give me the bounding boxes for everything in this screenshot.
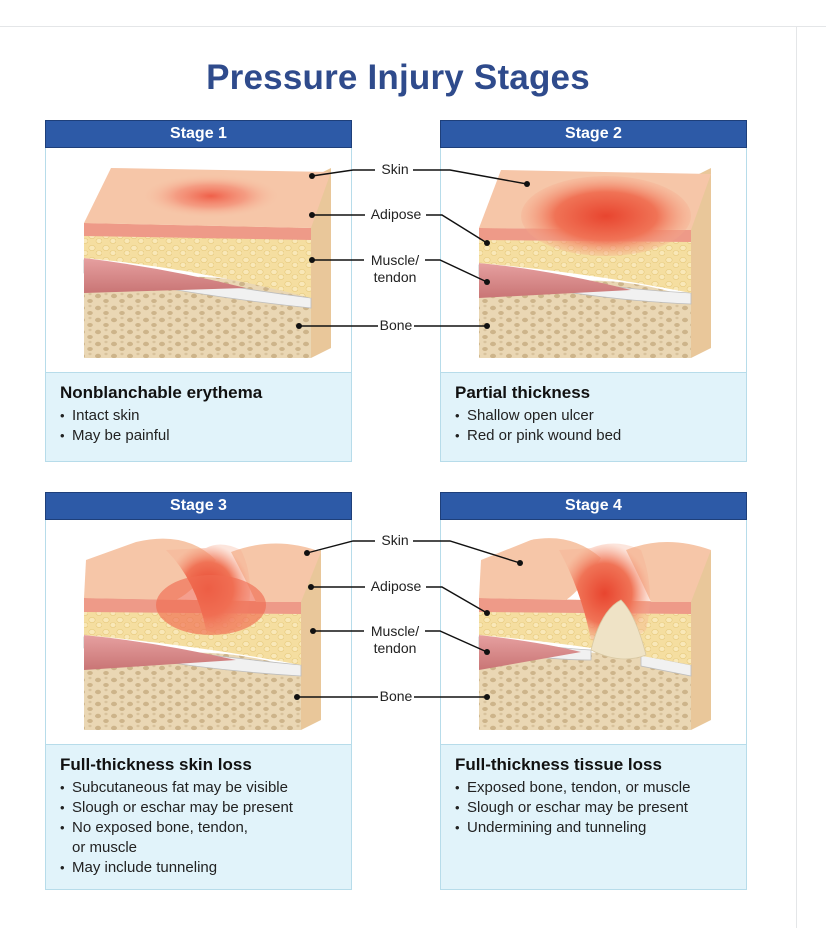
- bullet: May include tunneling: [60, 858, 337, 878]
- label-muscle-line2: tendon: [373, 640, 417, 656]
- stage-4-header: Stage 4: [440, 492, 747, 520]
- stage-3-header: Stage 3: [45, 492, 352, 520]
- bullet: No exposed bone, tendon,: [60, 818, 337, 838]
- stage-1-panel: Stage 1 Nonblanchable erythema Intact sk…: [45, 120, 352, 462]
- stage-2-heading: Partial thickness: [455, 383, 591, 402]
- bullet: Undermining and tunneling: [455, 818, 732, 838]
- stage-4-heading: Full-thickness tissue loss: [455, 755, 662, 774]
- stage-3-description: Full-thickness skin loss Subcutaneous fa…: [45, 744, 352, 890]
- stage-1-heading: Nonblanchable erythema: [60, 383, 263, 402]
- page-title: Pressure Injury Stages: [206, 58, 590, 97]
- stage-3-illustration: [45, 520, 352, 744]
- stage-2-panel: Stage 2 Partial thickness Shallow open u…: [440, 120, 747, 462]
- label-bone-bottom: Bone: [378, 688, 414, 705]
- stage-2-bullets: Shallow open ulcer Red or pink wound bed: [455, 406, 732, 446]
- label-skin-top: Skin: [377, 161, 413, 178]
- bullet: Slough or eschar may be present: [455, 798, 732, 818]
- stage-1-illustration: [45, 148, 352, 372]
- top-divider: [0, 26, 826, 27]
- label-muscle-line2: tendon: [373, 269, 417, 285]
- label-muscle-line1: Muscle/: [370, 623, 420, 639]
- stage-1-description: Nonblanchable erythema Intact skin May b…: [45, 372, 352, 462]
- label-muscle-top: Muscle/ tendon: [365, 252, 425, 286]
- bullet: Red or pink wound bed: [455, 426, 732, 446]
- label-adipose-top: Adipose: [366, 206, 426, 223]
- bullet-continuation: or muscle: [72, 839, 138, 856]
- label-bone-top: Bone: [378, 317, 414, 334]
- stage-4-bullets: Exposed bone, tendon, or muscle Slough o…: [455, 778, 732, 838]
- stage-1-bullets: Intact skin May be painful: [60, 406, 337, 446]
- right-scroll-edge: [796, 26, 797, 928]
- label-skin-bottom: Skin: [377, 532, 413, 549]
- bullet: Shallow open ulcer: [455, 406, 732, 426]
- label-adipose-bottom: Adipose: [366, 578, 426, 595]
- bullet: Intact skin: [60, 406, 337, 426]
- stage-4-panel: Stage 4 Full-thickness tissue loss Expos…: [440, 492, 747, 890]
- stage-2-description: Partial thickness Shallow open ulcer Red…: [440, 372, 747, 462]
- stage-4-description: Full-thickness tissue loss Exposed bone,…: [440, 744, 747, 890]
- stage-3-heading: Full-thickness skin loss: [60, 755, 252, 774]
- stage-4-illustration: [440, 520, 747, 744]
- stage-1-header: Stage 1: [45, 120, 352, 148]
- stage-2-illustration: [440, 148, 747, 372]
- bullet: Exposed bone, tendon, or muscle: [455, 778, 732, 798]
- stage-3-bullets: Subcutaneous fat may be visible Slough o…: [60, 778, 337, 878]
- bullet: Slough or eschar may be present: [60, 798, 337, 818]
- bullet: May be painful: [60, 426, 337, 446]
- label-muscle-line1: Muscle/: [370, 252, 420, 268]
- bullet: Subcutaneous fat may be visible: [60, 778, 337, 798]
- stage-2-header: Stage 2: [440, 120, 747, 148]
- label-muscle-bottom: Muscle/ tendon: [365, 623, 425, 657]
- stage-3-panel: Stage 3 Full-thickness skin loss Subcuta…: [45, 492, 352, 890]
